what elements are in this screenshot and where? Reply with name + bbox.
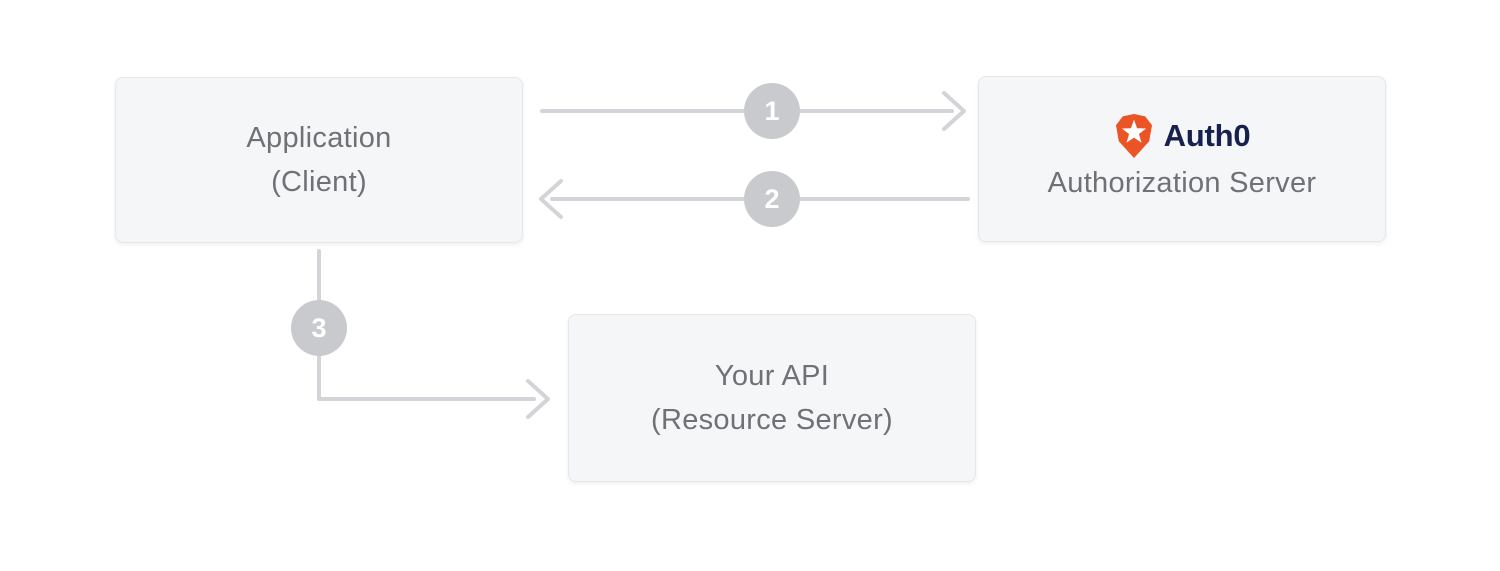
step-badge-2: 2 <box>744 171 800 227</box>
step-badge-1: 1 <box>744 83 800 139</box>
arrow-step-3 <box>317 249 550 419</box>
step-badge-3: 3 <box>291 300 347 356</box>
node-application-title: Application <box>246 122 392 154</box>
node-application-subtitle: (Client) <box>271 166 367 198</box>
node-api: Your API (Resource Server) <box>568 314 976 482</box>
node-api-subtitle: (Resource Server) <box>651 404 893 436</box>
node-authorization-server-label: Authorization Server <box>1047 167 1317 199</box>
node-authorization-server: Auth0 Authorization Server <box>978 76 1386 242</box>
node-api-title: Your API <box>714 360 830 392</box>
auth0-wordmark: Auth0 <box>1163 118 1251 153</box>
auth0-logo: Auth0 <box>1114 113 1251 159</box>
node-application: Application (Client) <box>115 77 523 243</box>
auth0-shield-badge-icon <box>1115 114 1152 158</box>
